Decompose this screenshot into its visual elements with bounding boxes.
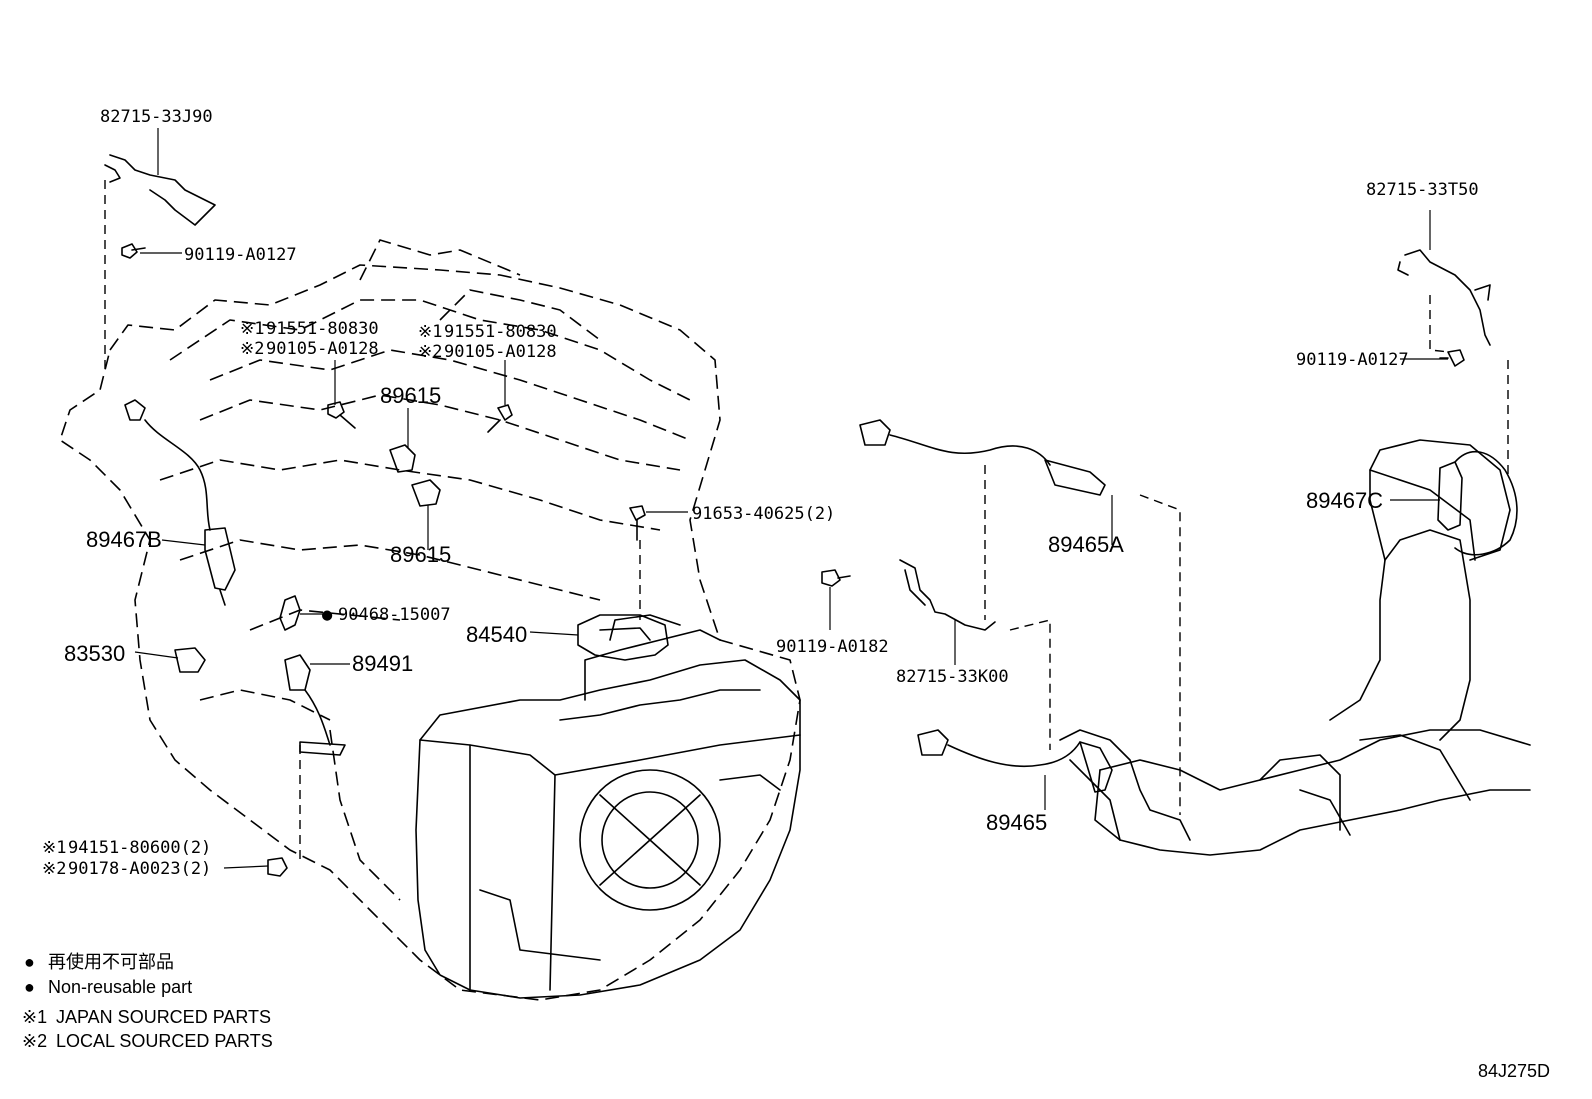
part-label-91551-80830-right: 91551-80830 bbox=[444, 322, 557, 342]
sensor-89491-icon bbox=[284, 654, 346, 756]
part-mark-1: ※1 bbox=[240, 319, 264, 339]
oxygen-sensor-89465a-icon bbox=[859, 419, 1106, 496]
part-label-90119-a0127: 90119-A0127 bbox=[184, 245, 297, 265]
connector-lines bbox=[104, 180, 1509, 860]
part-label-90178-a0023: 90178-A0023(2) bbox=[68, 859, 211, 879]
bolt-90119-a0127-right-icon bbox=[1439, 349, 1465, 367]
part-labels: 82715-33J90 90119-A0127 ※1 91551-80830 ※… bbox=[42, 107, 1479, 879]
part-label-89467c: 89467C bbox=[1306, 488, 1383, 513]
part-label-90105-a0128-left: 90105-A0128 bbox=[266, 339, 379, 359]
bolt-91551-80830-left-icon bbox=[327, 401, 356, 429]
legend-text-1: Non-reusable part bbox=[48, 977, 192, 997]
legend-text-3: LOCAL SOURCED PARTS bbox=[56, 1031, 273, 1051]
legend-symbol-1: ● bbox=[24, 977, 35, 997]
part-mark-3: ※1 bbox=[418, 322, 442, 342]
exhaust-system bbox=[1059, 439, 1531, 856]
sensor-83530-icon bbox=[174, 647, 206, 673]
part-label-89615-lower: 89615 bbox=[390, 542, 451, 567]
part-label-90119-a0127-right: 90119-A0127 bbox=[1296, 350, 1409, 370]
legend-text-2: JAPAN SOURCED PARTS bbox=[56, 1007, 271, 1027]
cam-sensor-89615-lower-icon bbox=[411, 479, 441, 507]
legend: ● 再使用不可部品 ● Non-reusable part ※1 JAPAN S… bbox=[22, 952, 273, 1051]
oxygen-sensor-89467c-icon bbox=[1437, 450, 1518, 556]
oxygen-sensor-89467b-icon bbox=[124, 399, 236, 606]
switch-84540-icon bbox=[577, 614, 669, 661]
part-label-94151-80600: 94151-80600(2) bbox=[68, 838, 211, 858]
diagram-code: 84J275D bbox=[1478, 1061, 1550, 1081]
part-label-82715-33j90: 82715-33J90 bbox=[100, 107, 213, 127]
bracket-82715-33k00-icon bbox=[899, 559, 996, 631]
part-mark-4: ※2 bbox=[418, 342, 442, 362]
bolt-90119-a0182-icon bbox=[821, 569, 851, 587]
bolt-91653-40625-icon bbox=[629, 505, 646, 541]
part-mark-7: ※2 bbox=[42, 859, 66, 879]
part-label-91653-40625: 91653-40625(2) bbox=[692, 504, 835, 524]
part-label-90468-15007: 90468-15007 bbox=[338, 605, 451, 625]
legend-symbol-3: ※2 bbox=[22, 1031, 47, 1051]
part-label-90105-a0128-right: 90105-A0128 bbox=[444, 342, 557, 362]
part-label-82715-33t50: 82715-33T50 bbox=[1366, 180, 1479, 200]
bolt-91551-80830-right-icon bbox=[487, 404, 513, 433]
legend-text-0: 再使用不可部品 bbox=[48, 952, 174, 972]
bracket-82715-33j90-icon bbox=[104, 154, 216, 226]
transmission-case bbox=[415, 614, 801, 999]
cam-sensor-89615-upper-icon bbox=[389, 444, 416, 473]
part-mark-2: ※2 bbox=[240, 339, 264, 359]
part-label-83530: 83530 bbox=[64, 641, 125, 666]
part-label-89615-upper: 89615 bbox=[380, 383, 441, 408]
part-mark-6: ※1 bbox=[42, 838, 66, 858]
legend-symbol-2: ※1 bbox=[22, 1007, 47, 1027]
part-label-84540: 84540 bbox=[466, 622, 527, 647]
part-label-82715-33k00: 82715-33K00 bbox=[896, 667, 1009, 687]
bracket-82715-33t50-icon bbox=[1397, 249, 1491, 346]
part-label-89467b: 89467B bbox=[86, 527, 162, 552]
clip-90468-15007-icon bbox=[279, 595, 301, 631]
engine-block bbox=[59, 239, 801, 1001]
part-label-89491: 89491 bbox=[352, 651, 413, 676]
bolt-90119-a0127-icon bbox=[121, 243, 146, 259]
part-label-90119-a0182: 90119-A0182 bbox=[776, 637, 889, 657]
part-label-89465: 89465 bbox=[986, 810, 1047, 835]
legend-symbol-0: ● bbox=[24, 952, 35, 972]
oxygen-sensor-89465-icon bbox=[917, 729, 1113, 793]
leader-lines bbox=[134, 128, 1448, 869]
part-mark-5: ● bbox=[322, 605, 333, 625]
part-label-89465a: 89465A bbox=[1048, 532, 1124, 557]
nut-94151-80600-icon bbox=[267, 857, 288, 877]
part-label-91551-80830-left: 91551-80830 bbox=[266, 319, 379, 339]
